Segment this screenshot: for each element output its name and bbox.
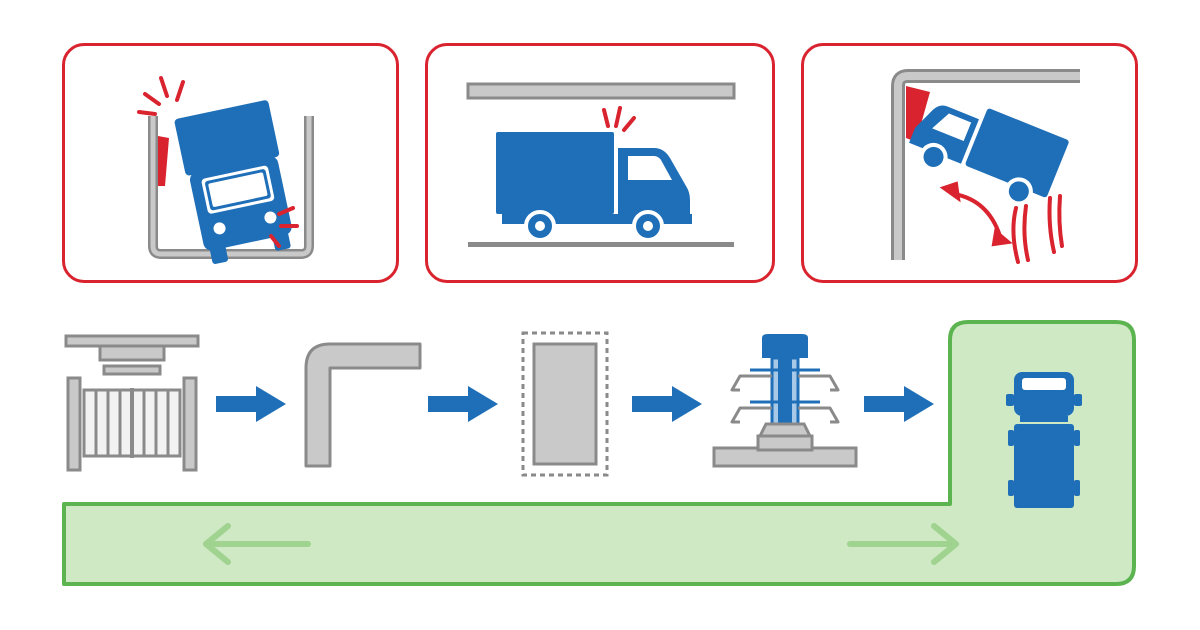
arrow-right-icon bbox=[847, 523, 959, 565]
low-clearance-illustration bbox=[466, 82, 736, 247]
ground-line-icon bbox=[468, 242, 734, 247]
flow-arrow-1 bbox=[216, 386, 286, 422]
dashed-zone-icon bbox=[521, 331, 609, 477]
tilted-truck-icon bbox=[909, 105, 1069, 206]
box-truck-icon bbox=[496, 132, 692, 242]
corner-guard-icon bbox=[304, 342, 422, 468]
swing-arrow-icon bbox=[939, 181, 1013, 247]
problem-panel-corner-collision bbox=[801, 43, 1138, 283]
impact-burst-icon bbox=[269, 206, 299, 248]
flow-arrow-3 bbox=[632, 386, 702, 422]
truck-front-icon bbox=[174, 100, 292, 264]
impact-scrape-icon bbox=[158, 136, 169, 186]
arrow-left-icon bbox=[203, 523, 311, 565]
problem-panel-low-clearance bbox=[425, 43, 775, 283]
gate-barrier-icon bbox=[64, 334, 200, 472]
flow-arrow-2 bbox=[428, 386, 498, 422]
top-view-truck-icon bbox=[1006, 372, 1082, 508]
impact-burst-icon bbox=[137, 76, 185, 116]
skid-marks-icon bbox=[1011, 194, 1064, 264]
guide-post-icon bbox=[712, 334, 858, 468]
overhead-beam-icon bbox=[466, 82, 736, 100]
flow-arrow-4 bbox=[864, 386, 934, 422]
impact-burst-icon bbox=[602, 106, 636, 132]
corner-collision-illustration bbox=[891, 69, 1080, 264]
safe-route-path bbox=[62, 320, 1136, 586]
narrow-lane-collision-illustration bbox=[137, 76, 314, 264]
impact-scrape-icon bbox=[906, 86, 930, 142]
problem-panel-narrow-lane bbox=[62, 43, 399, 283]
